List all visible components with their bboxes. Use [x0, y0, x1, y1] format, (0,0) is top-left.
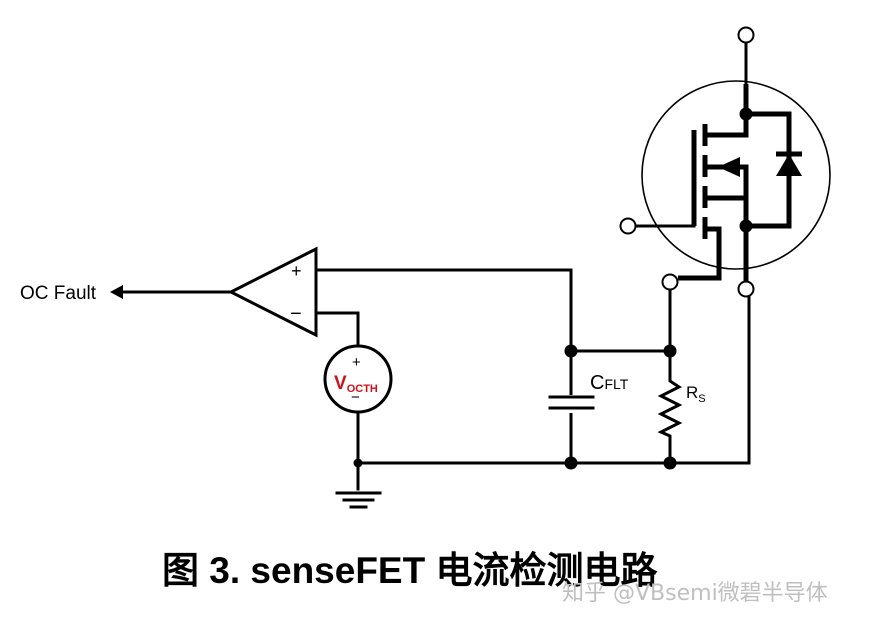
minus-input-wire [314, 311, 360, 348]
capacitor-cflt: CFLT [548, 372, 629, 413]
figure-caption: 图 3. senseFET 电流检测电路 [162, 550, 658, 591]
sensefet [634, 41, 831, 289]
sense-terminal[interactable] [661, 273, 679, 291]
ground-icon [335, 491, 382, 509]
vsource-plus-label: + [352, 354, 361, 371]
ground-rail [356, 287, 751, 465]
comparator: + − [227, 246, 318, 338]
body-arrow-icon [718, 157, 740, 177]
capacitor-label-main: C [590, 372, 604, 394]
junction-dot [739, 219, 753, 233]
resistor-label-sub: S [698, 393, 705, 405]
capacitor-label: CFLT [590, 372, 629, 394]
resistor-rs: RS [657, 349, 706, 465]
junction-dot [564, 344, 578, 358]
diode-icon [776, 154, 802, 176]
resistor-zigzag [657, 349, 683, 465]
arrow-left-icon [110, 285, 123, 299]
watermark: 知乎 @VBsemi微碧半导体 [562, 581, 828, 606]
mosfet-envelope [641, 80, 831, 270]
resistor-label: RS [686, 383, 706, 405]
vsource-label-main: V [334, 373, 347, 394]
comparator-triangle [227, 246, 318, 338]
capacitor-label-sub: FLT [604, 376, 628, 392]
source-terminal[interactable] [737, 280, 755, 298]
oc-fault-output: OC Fault [20, 283, 233, 304]
vsource-label-sub: OCTH [347, 383, 378, 395]
vocth-source: + VOCTH − [323, 344, 393, 491]
resistor-label-main: R [686, 383, 698, 402]
vsource-label: VOCTH [334, 373, 378, 395]
junction-dot [353, 458, 363, 468]
comparator-plus-label: + [291, 261, 302, 281]
oc-fault-label: OC Fault [20, 283, 97, 304]
vsource-minus-label: − [351, 389, 360, 406]
comparator-minus-label: − [290, 303, 302, 325]
drain-terminal[interactable] [737, 26, 755, 44]
gate-terminal[interactable] [619, 217, 637, 235]
junction-dot [564, 456, 578, 470]
